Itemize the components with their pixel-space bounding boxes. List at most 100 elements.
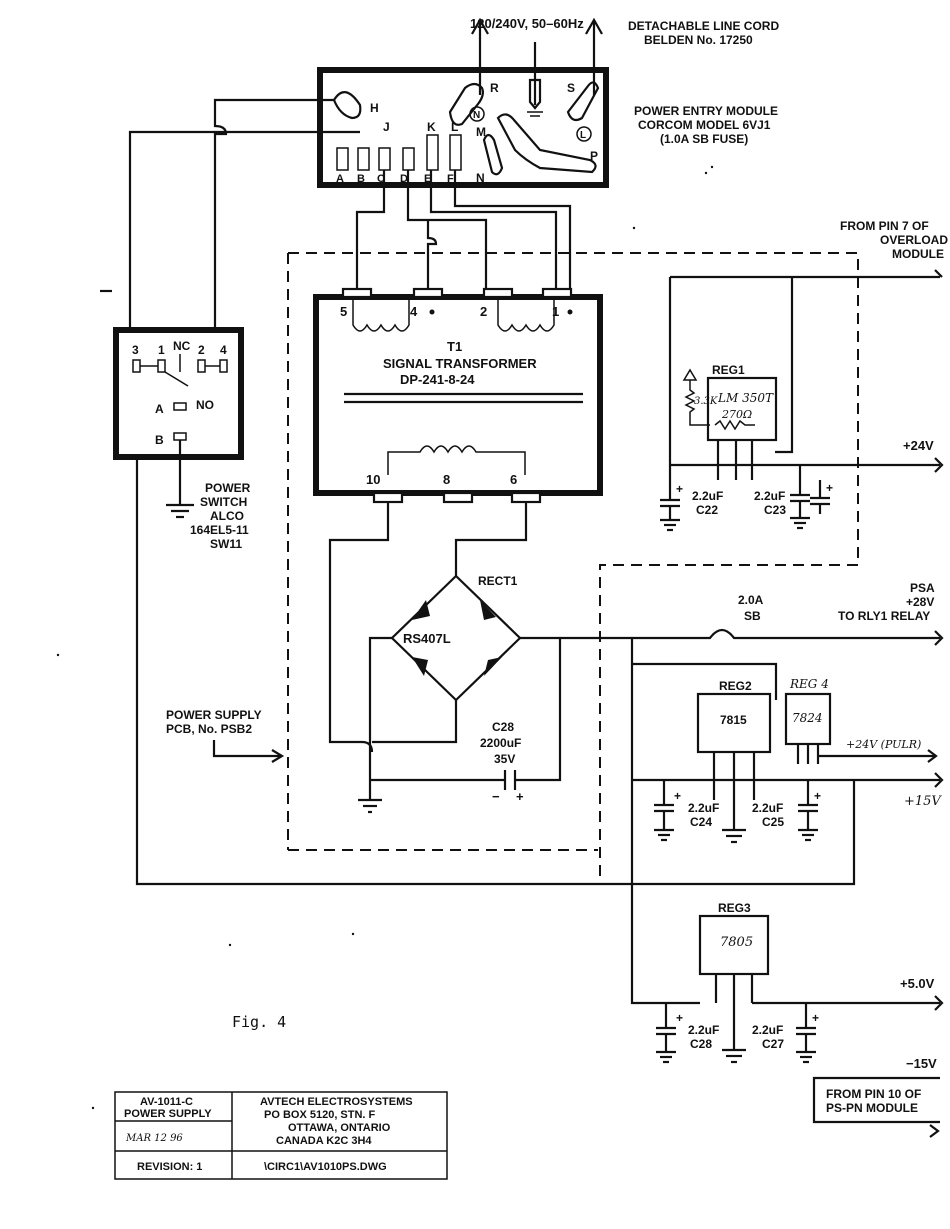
- reg1-r2: 270Ω: [721, 408, 752, 421]
- t1-pin-2: 2: [480, 304, 487, 319]
- title-block: AV-1011-C POWER SUPPLY MAR 12 96 REVISIO…: [114, 1091, 448, 1180]
- transformer-t1: 5 4 2 1 T1 SIGNAL TRANSFORMER DP-241-8-2…: [313, 287, 603, 504]
- c23-value: 2.2uF: [754, 489, 785, 503]
- reg2-ref: REG2: [719, 679, 752, 693]
- terminal-f: [449, 134, 462, 171]
- from-pin7-line1: FROM PIN 7 OF: [840, 219, 929, 233]
- pem-label-p: P: [590, 149, 598, 163]
- pem-title: POWER ENTRY MODULE: [634, 104, 778, 118]
- pem-label-s: S: [567, 81, 575, 95]
- sw-pin-b: B: [155, 433, 164, 447]
- line-symbol: [576, 126, 592, 142]
- c27-value: 2.2uF: [752, 1023, 783, 1037]
- pem-label-k: K: [427, 120, 436, 134]
- reg1-section: REG1 LM 350T 270Ω 3.3K +24V + 2.2uF C22: [660, 275, 944, 532]
- c27-ref: C27: [762, 1037, 784, 1051]
- neutral-letter: N: [473, 110, 480, 121]
- sw-label-4: 164EL5-11: [190, 523, 249, 537]
- sw-pin-4: 4: [220, 343, 227, 357]
- pem-label-c: C: [377, 173, 385, 185]
- reg2-section: REG2 7815 +15V REG 4 7824 +24V (PULR) + …: [630, 638, 944, 1005]
- t1-name: SIGNAL TRANSFORMER: [383, 356, 537, 371]
- rect1-ref: RECT1: [478, 574, 518, 588]
- psb-line2: PCB, No. PSB2: [166, 722, 252, 736]
- t1-pin-5: 5: [340, 304, 347, 319]
- reg1-out: +24V: [903, 438, 934, 453]
- pem-label-j: J: [383, 120, 390, 134]
- reg1-part: LM 350T: [717, 391, 774, 405]
- tb-file: \CIRC1\AV1010PS.DWG: [264, 1161, 387, 1173]
- sw-label-2: SWITCH: [200, 495, 247, 509]
- sw-pin-1: 1: [158, 343, 165, 357]
- t1-pin-8: 8: [443, 472, 450, 487]
- pem-label-a: A: [336, 173, 344, 185]
- sw-pin-2: 2: [198, 343, 205, 357]
- pem-label-m: M: [476, 125, 486, 139]
- c28b-value: 2.2uF: [688, 1023, 719, 1037]
- line-cord-title: DETACHABLE LINE CORD: [628, 19, 779, 33]
- reg3-ref: REG3: [718, 901, 751, 915]
- sw-pin-3: 3: [132, 343, 139, 357]
- terminal-d: [402, 147, 415, 171]
- svg-text:+: +: [814, 789, 821, 803]
- pem-model: CORCOM MODEL 6VJ1: [638, 118, 771, 132]
- t1-ref: T1: [447, 339, 462, 354]
- tb-date: MAR 12 96: [125, 1133, 183, 1144]
- sw-pin-nc: NC: [173, 339, 191, 353]
- pem-label-d: D: [400, 173, 408, 185]
- sw-label-5: SW11: [210, 537, 242, 551]
- line-cord-part: BELDEN No. 17250: [644, 33, 753, 47]
- svg-text:+: +: [812, 1011, 819, 1025]
- reg3-part: 7805: [720, 935, 753, 950]
- c24-value: 2.2uF: [688, 801, 719, 815]
- t1-pin-1: 1: [552, 304, 559, 319]
- c25-value: 2.2uF: [752, 801, 783, 815]
- reg2-part: 7815: [720, 713, 747, 727]
- power-switch: 3 1 NC 2 4 A NO B POWER SWITCH ALCO 164E…: [113, 327, 251, 551]
- line-voltage: 120/240V, 50–60Hz: [470, 16, 584, 31]
- terminal-b: [357, 147, 370, 171]
- plus5: +5.0V: [900, 976, 935, 991]
- fuse-type: SB: [744, 609, 761, 623]
- t1-pin-4: 4: [410, 304, 418, 319]
- pem-label-f: F: [447, 173, 454, 185]
- psa-line2: +28V: [906, 595, 934, 609]
- figure-label: Fig. 4: [232, 1013, 286, 1031]
- pem-label-l: L: [451, 120, 458, 134]
- c28a-value: 2200uF: [480, 736, 521, 750]
- pem-label-b: B: [357, 173, 365, 185]
- reg4-out: +24V (PULR): [846, 738, 921, 751]
- c28a-volt: 35V: [494, 752, 515, 766]
- psa-line3: TO RLY1 RELAY: [838, 609, 930, 623]
- c25-ref: C25: [762, 815, 784, 829]
- reg4-ref: REG 4: [789, 677, 829, 691]
- plus15: +15V: [904, 794, 942, 809]
- from-pin7-line3: MODULE: [892, 247, 944, 261]
- neutral-symbol: [469, 106, 485, 122]
- terminal-c: [378, 147, 391, 171]
- switch-wiring: [128, 98, 856, 886]
- sw-pin-no: NO: [196, 398, 214, 412]
- pem-label-e: E: [424, 173, 431, 185]
- psb-line1: POWER SUPPLY: [166, 708, 262, 722]
- sw-pin-a: A: [155, 402, 164, 416]
- c28a-ref: C28: [492, 720, 514, 734]
- pem-fuse: (1.0A SB FUSE): [660, 132, 748, 146]
- line-letter: L: [580, 130, 586, 141]
- tb-company-4: CANADA K2C 3H4: [276, 1135, 372, 1147]
- sw-label-1: POWER: [205, 481, 251, 495]
- c28a-plus: +: [516, 789, 524, 804]
- c28b-ref: C28: [690, 1037, 712, 1051]
- t1-pin-10: 10: [366, 472, 380, 487]
- rectifier-bridge: RECT1 RS407L C28 2200uF 35V − +: [328, 502, 944, 814]
- c22-value: 2.2uF: [692, 489, 723, 503]
- reg1-r1: 3.3K: [694, 396, 718, 407]
- tb-company-1: AVTECH ELECTROSYSTEMS: [260, 1096, 413, 1108]
- tb-revision: REVISION: 1: [137, 1161, 202, 1173]
- svg-text:+: +: [826, 481, 833, 495]
- fuse-value: 2.0A: [738, 593, 764, 607]
- pem-label-r: R: [490, 81, 499, 95]
- c28a-minus: −: [492, 789, 500, 804]
- tb-company-3: OTTAWA, ONTARIO: [288, 1122, 391, 1134]
